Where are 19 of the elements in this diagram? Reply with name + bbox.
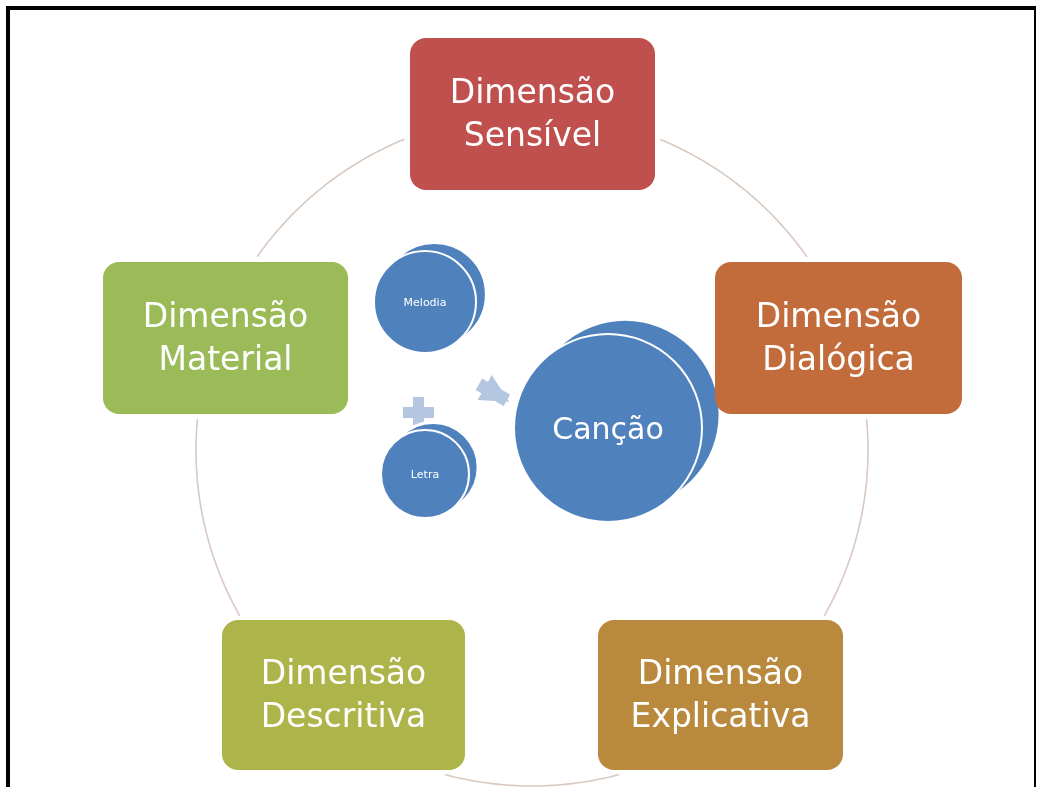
cycle-arc	[659, 138, 808, 258]
dimension-box	[222, 620, 465, 770]
dimension-box	[715, 262, 962, 414]
dimension-box	[598, 620, 843, 770]
cycle-arc	[256, 138, 406, 258]
cycle-arc	[823, 418, 869, 617]
cycle-arc	[195, 418, 241, 617]
dimension-box	[410, 38, 655, 190]
node-label: Dimensão Dialógica	[754, 295, 923, 380]
node-label: Dimensão Explicativa	[629, 652, 812, 737]
node-label: Dimensão Descritiva	[259, 652, 428, 737]
block-arrow	[475, 375, 511, 406]
dimension-box	[103, 262, 348, 414]
node-label: Letra	[410, 467, 440, 481]
cycle-arc	[444, 773, 620, 787]
node-label: Canção	[552, 410, 664, 446]
node-label: Dimensão Sensível	[448, 71, 617, 156]
node-label: Melodia	[403, 295, 447, 309]
node-label: Dimensão Material	[141, 295, 310, 380]
